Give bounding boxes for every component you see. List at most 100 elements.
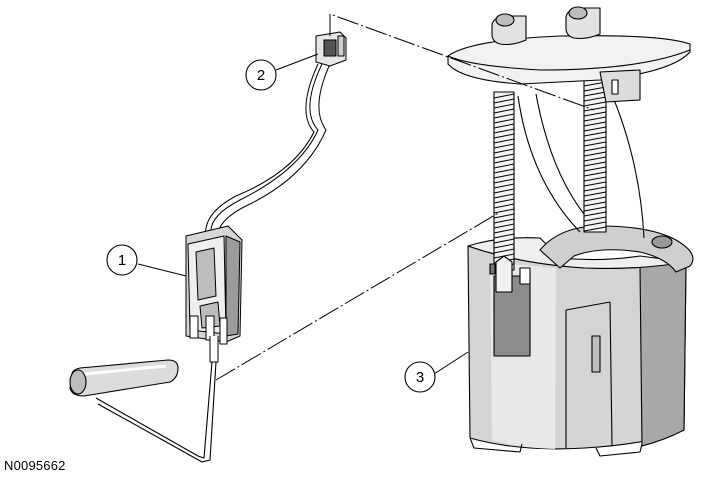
spring-coil — [583, 156, 607, 162]
callout-1-number: 1 — [118, 252, 126, 269]
spring-coil — [583, 201, 607, 207]
spring-coil — [493, 188, 515, 194]
callout-leaders — [137, 53, 469, 375]
spring-coil — [583, 126, 607, 132]
spring-coil — [493, 198, 515, 204]
spring-coil — [583, 141, 607, 147]
clip-tab-2 — [489, 263, 496, 275]
spring-coil — [583, 216, 607, 222]
spring-coil — [583, 226, 607, 232]
spring-coil — [583, 221, 607, 227]
float-highlight — [83, 364, 167, 376]
spring-coil — [583, 146, 607, 152]
spring-coil — [493, 223, 515, 229]
spring-coil — [493, 138, 515, 144]
float-arm — [95, 361, 217, 463]
phantom-routing-line — [215, 13, 595, 381]
spring-coil — [493, 148, 515, 154]
clip-tab — [519, 267, 531, 285]
spring-coil — [493, 123, 515, 129]
spring-coil — [583, 211, 607, 217]
spring-coil — [583, 101, 607, 107]
harness-wire-a — [210, 63, 323, 239]
spring-coil — [493, 208, 515, 214]
connector-latch — [337, 35, 345, 57]
fuel-pump-module — [447, 6, 694, 457]
harness-wire-c — [205, 63, 319, 239]
spring-coil — [583, 186, 607, 192]
spring-coil — [583, 166, 607, 172]
spring-coil — [583, 131, 607, 137]
spring-coil — [583, 106, 607, 112]
spring-coil — [583, 191, 607, 197]
flange-rim — [447, 49, 691, 71]
flange-connector — [599, 69, 641, 103]
spring-coil — [493, 178, 515, 184]
sensor-terminal-3 — [219, 317, 228, 345]
figure-code: N0095662 — [4, 458, 66, 473]
sender-connector — [315, 31, 347, 67]
spring-coil — [493, 183, 515, 189]
spring-coil — [583, 96, 607, 102]
return-hose-end — [651, 235, 673, 249]
pump-flange — [447, 35, 691, 85]
canister-slot — [591, 335, 601, 373]
spring-coil — [493, 213, 515, 219]
callout-3-circle — [404, 361, 436, 393]
spring-coil — [583, 116, 607, 122]
spring-coil — [493, 243, 515, 249]
spring-coil — [493, 233, 515, 239]
flange-connector-pin — [611, 79, 619, 95]
callout-1-circle — [106, 244, 138, 276]
spring-coil — [493, 118, 515, 124]
spring-coil — [583, 206, 607, 212]
spring-coil — [493, 108, 515, 114]
canister-lower-step — [565, 301, 613, 448]
spring-coil — [493, 133, 515, 139]
spring-right — [583, 81, 607, 232]
spring-coil — [493, 173, 515, 179]
float-body — [69, 359, 179, 397]
spring-coil — [493, 203, 515, 209]
spring-coil — [493, 238, 515, 244]
fuel-level-sensor — [185, 225, 243, 363]
callout-2: 2 — [245, 59, 277, 91]
spring-coil — [493, 103, 515, 109]
spring-coil — [493, 163, 515, 169]
spring-coil — [493, 93, 515, 99]
canister-clip — [495, 255, 513, 293]
spring-coil — [583, 161, 607, 167]
leader-1 — [137, 263, 187, 277]
leader-2 — [275, 53, 319, 71]
spring-coil — [493, 158, 515, 164]
sensor-terminal-1 — [189, 315, 199, 339]
connector-window — [323, 39, 337, 57]
spring-coil — [583, 111, 607, 117]
spring-coil — [583, 86, 607, 92]
spring-coil — [493, 228, 515, 234]
leader-3 — [433, 351, 469, 375]
sender-wiring — [205, 63, 331, 239]
spring-coil — [493, 168, 515, 174]
spring-coil — [583, 196, 607, 202]
callout-2-number: 2 — [257, 67, 265, 84]
reservoir-wall — [517, 89, 645, 239]
spring-coil — [583, 151, 607, 157]
callout-2-circle — [245, 59, 277, 91]
spring-coil — [583, 136, 607, 142]
callout-3: 3 — [404, 361, 436, 393]
canister-dark-band — [639, 261, 687, 447]
fuel-tube-right-end — [568, 6, 588, 20]
spring-left — [493, 93, 515, 269]
harness-wire-b — [217, 63, 331, 239]
spring-coil — [493, 153, 515, 159]
spring-coil — [493, 193, 515, 199]
spring-coil — [493, 113, 515, 119]
spring-coil — [493, 128, 515, 134]
spring-coil — [493, 218, 515, 224]
sensor-side — [225, 235, 241, 337]
spring-coil — [583, 176, 607, 182]
callout-1: 1 — [106, 244, 138, 276]
fuel-tube-left-end — [495, 13, 515, 27]
